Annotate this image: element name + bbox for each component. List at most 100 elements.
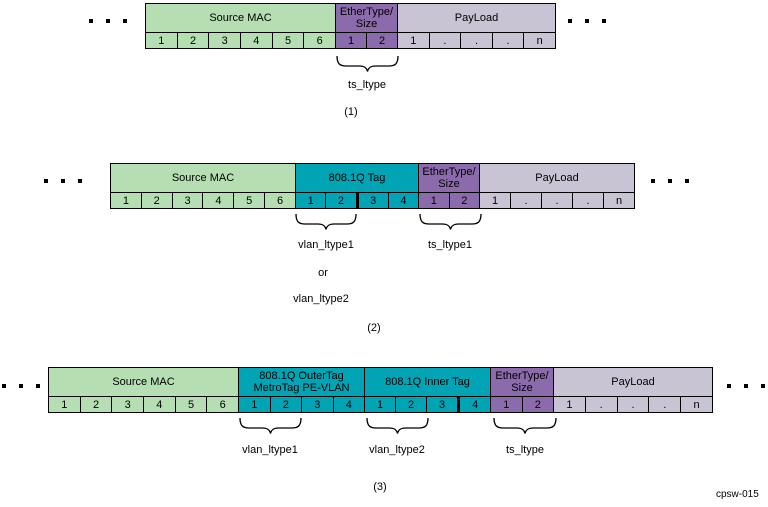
segment-label: PayLoad bbox=[535, 172, 579, 184]
segment-ethertype: EtherType/ Size 1 2 bbox=[335, 3, 398, 49]
byte-cell: 4 bbox=[143, 396, 176, 413]
label-vlan-ltype2: vlan_ltype2 bbox=[369, 444, 425, 456]
segment-vlan-tag: 808.1Q Tag 1 2 3 4 bbox=[295, 163, 419, 209]
byte-cell: 1 bbox=[553, 396, 586, 413]
byte-cell: 3 bbox=[426, 396, 458, 413]
dot bbox=[727, 384, 731, 388]
byte-cell: 3 bbox=[111, 396, 145, 413]
byte-cell: 4 bbox=[457, 396, 491, 413]
byte-cell: 3 bbox=[208, 32, 242, 49]
curly-brace-ts-ltype1 bbox=[419, 213, 482, 230]
byte-cell: 6 bbox=[303, 32, 337, 49]
dot bbox=[602, 19, 606, 23]
byte-cell: n bbox=[680, 396, 713, 413]
byte-cell: 4 bbox=[387, 192, 419, 209]
byte-row: 1 2 3 4 bbox=[295, 192, 419, 209]
label-ts-ltype: ts_ltype bbox=[506, 444, 544, 456]
ellipsis-dots bbox=[44, 179, 82, 183]
byte-cell: 4 bbox=[202, 192, 235, 209]
byte-row: 1 2 bbox=[418, 192, 480, 209]
source-mac-header: Source MAC bbox=[48, 367, 239, 397]
ethertype-header: EtherType/ Size bbox=[418, 163, 480, 193]
ethertype-header: EtherType/ Size bbox=[490, 367, 554, 397]
dot bbox=[685, 179, 689, 183]
byte-cell: 1 bbox=[110, 192, 142, 209]
frame-2-number: (2) bbox=[367, 322, 381, 334]
byte-cell: 1 bbox=[295, 192, 327, 209]
ellipsis-dots bbox=[89, 19, 127, 23]
segment-label-line2: MetroTag PE-VLAN bbox=[253, 382, 350, 394]
dot bbox=[106, 19, 110, 23]
outer-vlan-tag-header: 808.1Q OuterTag MetroTag PE-VLAN bbox=[238, 367, 365, 397]
ellipsis-dots bbox=[727, 384, 765, 388]
segment-source-mac: Source MAC 1 2 3 4 5 6 bbox=[145, 3, 337, 49]
byte-cell: 1 bbox=[490, 396, 523, 413]
byte-row: 1 2 bbox=[335, 32, 398, 49]
segment-payload: PayLoad 1 . . . n bbox=[553, 367, 713, 413]
byte-cell: 1 bbox=[48, 396, 81, 413]
label-vlan-ltype2-alt: vlan_ltype2 bbox=[293, 293, 349, 305]
byte-cell: 5 bbox=[174, 396, 208, 413]
segment-label-line1: EtherType/ bbox=[339, 6, 394, 18]
byte-cell: 5 bbox=[271, 32, 305, 49]
byte-cell: 2 bbox=[269, 396, 302, 413]
dot bbox=[89, 19, 93, 23]
segment-label: Source MAC bbox=[171, 172, 235, 184]
byte-cell: 2 bbox=[79, 396, 113, 413]
byte-cell: . bbox=[428, 32, 462, 49]
byte-cell: 1 bbox=[335, 32, 367, 49]
curly-brace-vlan-ltype2 bbox=[366, 417, 429, 434]
dot bbox=[668, 179, 672, 183]
byte-cell: 2 bbox=[448, 192, 480, 209]
frame-2-single-vlan-tag: Source MAC 1 2 3 4 5 6 808.1Q Tag 1 2 3 … bbox=[110, 163, 635, 209]
label-vlan-ltype1: vlan_ltype1 bbox=[242, 444, 298, 456]
byte-cell: 4 bbox=[332, 396, 365, 413]
byte-cell: . bbox=[460, 32, 493, 49]
dot bbox=[568, 19, 572, 23]
byte-cell: 2 bbox=[140, 192, 173, 209]
segment-inner-vlan-tag: 808.1Q Inner Tag 1 2 3 4 bbox=[364, 367, 491, 413]
byte-cell: 1 bbox=[418, 192, 450, 209]
figure-id-label: cpsw-015 bbox=[716, 489, 759, 500]
dot bbox=[744, 384, 748, 388]
byte-row: 1 2 3 4 5 6 bbox=[48, 396, 240, 413]
byte-cell: . bbox=[572, 192, 604, 209]
byte-cell: 6 bbox=[264, 192, 296, 209]
segment-label: Source MAC bbox=[112, 376, 175, 388]
segment-payload: PayLoad 1 . . . n bbox=[479, 163, 635, 209]
dot bbox=[123, 19, 127, 23]
byte-cell: 2 bbox=[176, 32, 210, 49]
curly-brace-ts-ltype bbox=[336, 55, 399, 72]
byte-row: 1 . . . n bbox=[553, 396, 713, 413]
byte-cell: n bbox=[523, 32, 556, 49]
dot bbox=[651, 179, 655, 183]
byte-cell: 5 bbox=[233, 192, 266, 209]
frame-1-number: (1) bbox=[344, 106, 358, 118]
source-mac-header: Source MAC bbox=[110, 163, 296, 193]
byte-row: 1 2 3 4 bbox=[238, 396, 365, 413]
byte-row: 1 2 3 4 5 6 bbox=[145, 32, 337, 49]
byte-cell: 2 bbox=[366, 32, 398, 49]
curly-brace-ts-ltype bbox=[493, 417, 557, 434]
segment-label-line1: EtherType/ bbox=[495, 370, 549, 382]
byte-cell: 2 bbox=[521, 396, 554, 413]
byte-cell: 6 bbox=[206, 396, 240, 413]
byte-cell: 1 bbox=[397, 32, 430, 49]
byte-cell: n bbox=[603, 192, 635, 209]
byte-cell: 1 bbox=[364, 396, 396, 413]
ellipsis-dots bbox=[568, 19, 606, 23]
segment-label: Source MAC bbox=[209, 12, 272, 24]
byte-cell: 1 bbox=[145, 32, 178, 49]
label-ts-ltype: ts_ltype bbox=[348, 79, 386, 91]
byte-cell: . bbox=[541, 192, 573, 209]
dot bbox=[61, 179, 65, 183]
segment-payload: PayLoad 1 . . . n bbox=[397, 3, 556, 49]
byte-cell: 2 bbox=[395, 396, 427, 413]
segment-outer-vlan-tag: 808.1Q OuterTag MetroTag PE-VLAN 1 2 3 4 bbox=[238, 367, 365, 413]
payload-header: PayLoad bbox=[553, 367, 713, 397]
segment-label: PayLoad bbox=[454, 12, 499, 24]
dot bbox=[761, 384, 765, 388]
segment-ethertype: EtherType/ Size 1 2 bbox=[418, 163, 480, 209]
ellipsis-dots bbox=[651, 179, 689, 183]
payload-header: PayLoad bbox=[479, 163, 635, 193]
